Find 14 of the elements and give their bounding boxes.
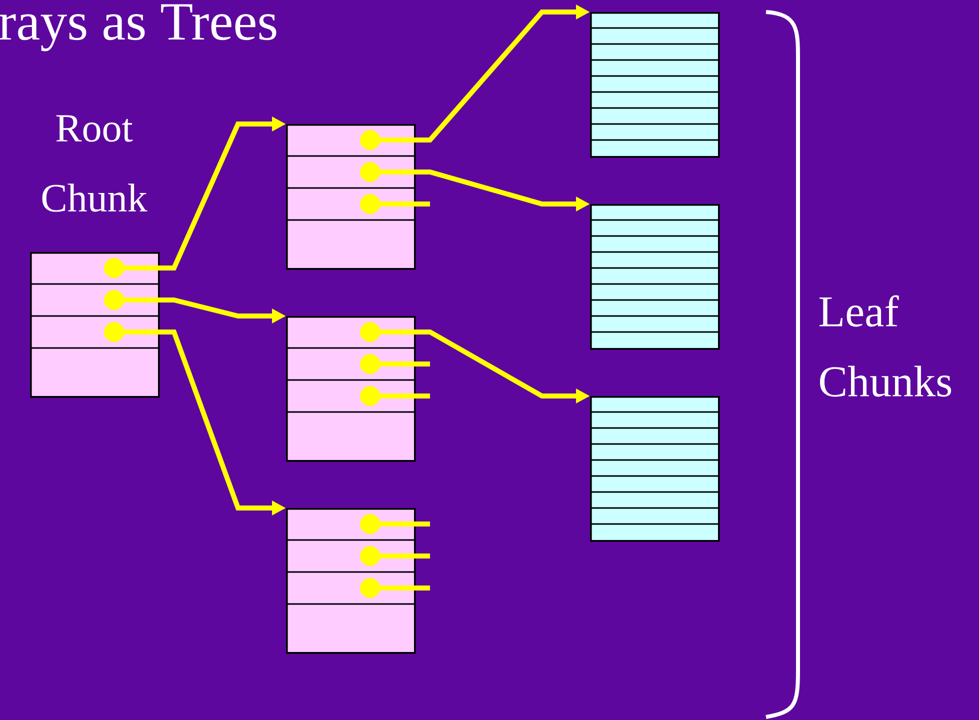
pointer-arrow	[360, 578, 430, 598]
leaf-chunk-box	[590, 204, 720, 350]
chunk-box	[286, 124, 416, 270]
bracket-label: Leaf Chunks	[819, 295, 952, 397]
pointer-arrow	[360, 546, 430, 566]
chunk-heading: Root Chunk	[42, 115, 148, 212]
chunk-box	[286, 508, 416, 654]
pointer-arrow	[360, 514, 430, 534]
pointer-arrow	[360, 386, 430, 406]
pointer-arrow	[360, 354, 430, 374]
pointer-arrow	[360, 194, 430, 214]
chunk-box	[286, 316, 416, 462]
leaf-chunk-box	[590, 12, 720, 158]
leaf-chunk-box	[590, 396, 720, 542]
